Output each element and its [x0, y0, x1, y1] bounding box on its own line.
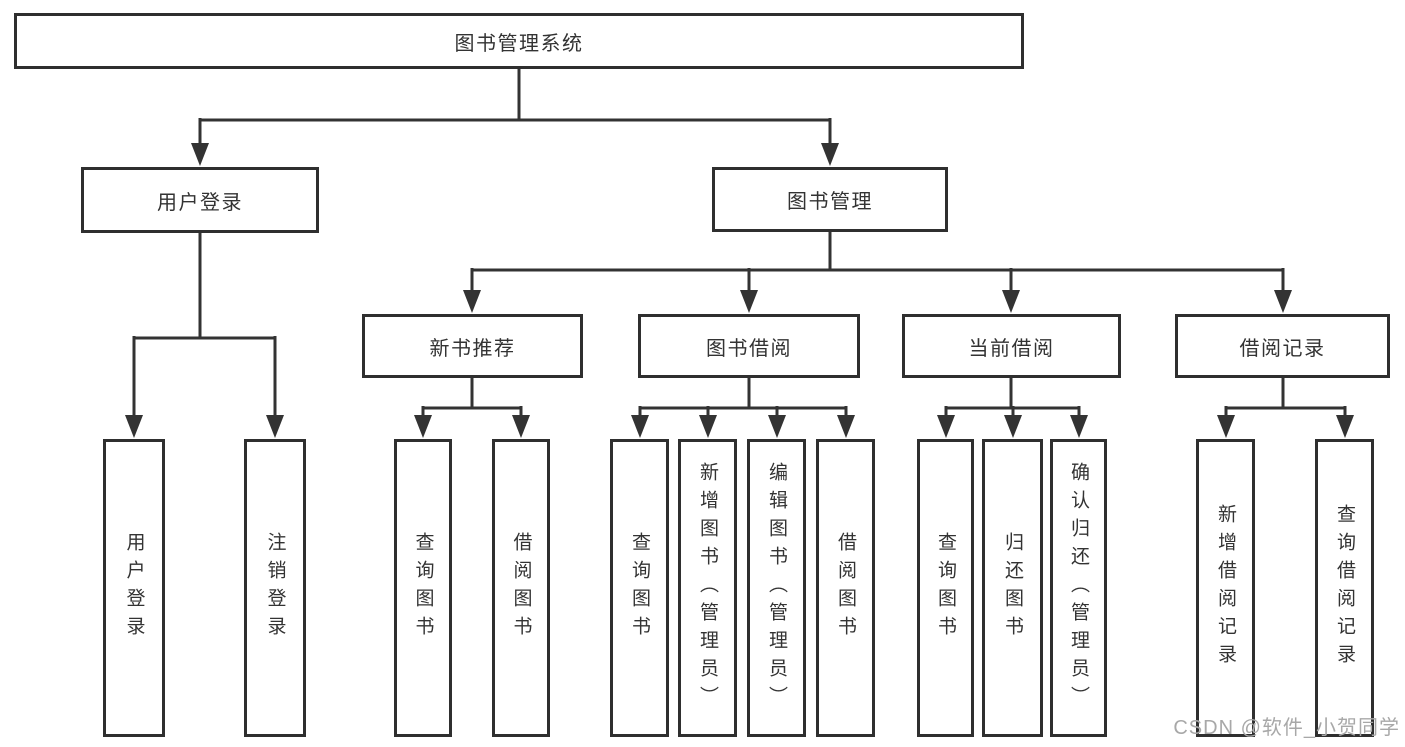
- leaf-query-borrow-record: 查询借阅记录: [1315, 439, 1374, 737]
- leaf-edit-book-admin: 编辑图书（管理员）: [747, 439, 806, 737]
- node-current-borrowing: 当前借阅: [902, 314, 1121, 378]
- connector-user-login: [125, 233, 284, 438]
- leaf-confirm-return-admin: 确认归还（管理员）: [1050, 439, 1107, 737]
- connector-book-borrowing: [631, 378, 855, 438]
- connector-current-borrowing: [937, 378, 1088, 438]
- connector-book-management: [463, 232, 1292, 313]
- node-book-management: 图书管理: [712, 167, 948, 232]
- node-borrow-records: 借阅记录: [1175, 314, 1390, 378]
- leaf-add-borrow-record: 新增借阅记录: [1196, 439, 1255, 737]
- connector-new-book-recommend: [414, 378, 530, 438]
- leaf-add-book-admin: 新增图书（管理员）: [678, 439, 737, 737]
- connector-borrow-records: [1217, 378, 1354, 438]
- leaf-return-book: 归还图书: [982, 439, 1043, 737]
- node-user-login: 用户登录: [81, 167, 319, 233]
- leaf-newbook-borrow-books: 借阅图书: [492, 439, 550, 737]
- node-root: 图书管理系统: [14, 13, 1024, 69]
- leaf-borrowing-borrow-books: 借阅图书: [816, 439, 875, 737]
- leaf-newbook-query-books: 查询图书: [394, 439, 452, 737]
- leaf-logout: 注销登录: [244, 439, 306, 737]
- leaf-user-login: 用户登录: [103, 439, 165, 737]
- leaf-borrowing-query-books: 查询图书: [610, 439, 669, 737]
- node-book-borrowing: 图书借阅: [638, 314, 860, 378]
- connector-root: [191, 69, 839, 166]
- node-new-book-recommend: 新书推荐: [362, 314, 583, 378]
- leaf-current-query-books: 查询图书: [917, 439, 974, 737]
